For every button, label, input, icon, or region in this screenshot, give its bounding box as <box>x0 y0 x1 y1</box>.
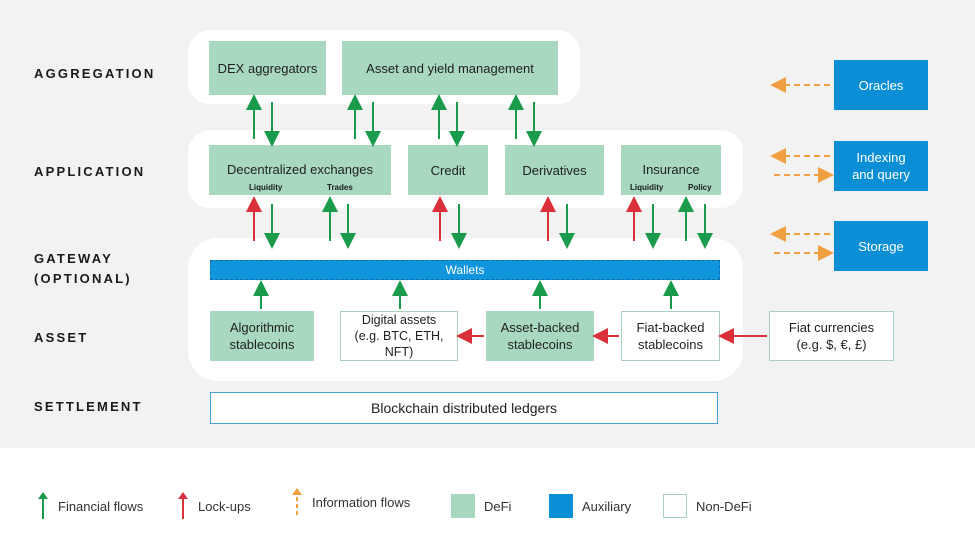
derivatives-box: Derivatives <box>505 145 604 195</box>
legend-lockups-label: Lock-ups <box>198 498 251 514</box>
insurance-box: Insurance <box>621 145 721 195</box>
digital-assets-line1: Digital assets <box>361 313 437 327</box>
insurance-policy-label: Policy <box>688 183 712 192</box>
indexing-line2: and query <box>852 167 910 182</box>
fiat-currencies-box: Fiat currencies (e.g. $, €, £) <box>769 311 894 361</box>
algorithmic-line1: Algorithmic <box>229 320 295 335</box>
legend-defi: DeFi <box>451 488 511 524</box>
layer-label-gateway: GATEWAY (OPTIONAL) <box>34 249 132 289</box>
dex-liquidity-label: Liquidity <box>249 183 283 192</box>
indexing-query-box: Indexing and query <box>834 141 928 191</box>
digital-assets-box: Digital assets (e.g. BTC, ETH, NFT) <box>340 311 458 361</box>
dex-aggregators-box: DEX aggregators <box>209 41 326 95</box>
nondefi-swatch <box>663 494 687 518</box>
fiat-backed-stablecoins-box: Fiat-backed stablecoins <box>621 311 720 361</box>
algorithmic-stablecoins-box: Algorithmic stablecoins <box>210 311 314 361</box>
asset-wallet-arrows <box>253 280 679 309</box>
legend-lockups: Lock-ups <box>176 488 251 524</box>
legend-defi-label: DeFi <box>484 498 512 514</box>
decentralized-exchanges-box: Decentralized exchanges <box>209 145 391 195</box>
orange-dashed-arrow-icon <box>292 488 302 515</box>
flow-arrows-layer <box>246 77 834 344</box>
indexing-line1: Indexing <box>856 150 906 165</box>
oracles-box: Oracles <box>834 60 928 110</box>
red-arrow-icon <box>178 492 188 519</box>
fiat-currencies-line2: (e.g. $, €, £) <box>796 337 867 352</box>
fiat-backed-line2: stablecoins <box>637 337 704 352</box>
legend-information-label: Information flows <box>312 494 411 510</box>
insurance-label: Insurance <box>642 162 700 177</box>
asset-backed-line2: stablecoins <box>507 337 573 352</box>
legend-financial-flows: Financial flows <box>36 488 143 524</box>
legend-nondefi: Non-DeFi <box>663 488 752 524</box>
legend-nondefi-label: Non-DeFi <box>696 498 752 514</box>
wallets-bar: Wallets <box>210 260 720 280</box>
layer-label-aggregation: AGGREGATION <box>34 66 156 81</box>
diagram-canvas: AGGREGATION APPLICATION GATEWAY (OPTIONA… <box>0 0 975 448</box>
application-gateway-arrows <box>246 196 713 249</box>
asset-backed-line1: Asset-backed <box>500 320 580 335</box>
legend-information-flows: Information flows <box>290 484 410 520</box>
credit-box: Credit <box>408 145 488 195</box>
information-flow-arrows <box>770 77 834 261</box>
legend-financial-label: Financial flows <box>58 498 144 514</box>
layer-label-asset: ASSET <box>34 330 89 345</box>
asset-backed-stablecoins-box: Asset-backed stablecoins <box>486 311 594 361</box>
layer-label-settlement: SETTLEMENT <box>34 399 143 414</box>
asset-yield-management-box: Asset and yield management <box>342 41 558 95</box>
decentralized-exchanges-label: Decentralized exchanges <box>227 162 373 177</box>
insurance-liquidity-label: Liquidity <box>630 183 664 192</box>
dex-trades-label: Trades <box>327 183 353 192</box>
blockchain-ledger-box: Blockchain distributed ledgers <box>210 392 718 424</box>
green-arrow-icon <box>38 492 48 519</box>
defi-swatch <box>451 494 475 518</box>
auxiliary-swatch <box>549 494 573 518</box>
digital-assets-line3: NFT) <box>384 345 414 359</box>
fiat-backed-line1: Fiat-backed <box>636 320 705 335</box>
fiat-currencies-line1: Fiat currencies <box>788 320 875 335</box>
storage-box: Storage <box>834 221 928 271</box>
legend-auxiliary: Auxiliary <box>549 488 631 524</box>
digital-assets-line2: (e.g. BTC, ETH, <box>354 329 444 343</box>
layer-label-gateway-line1: GATEWAY <box>34 251 113 266</box>
algorithmic-line2: stablecoins <box>229 337 295 352</box>
layer-label-gateway-line2: (OPTIONAL) <box>34 271 132 286</box>
aggregation-application-arrows <box>246 94 542 147</box>
legend-auxiliary-label: Auxiliary <box>582 498 632 514</box>
layer-label-application: APPLICATION <box>34 164 146 179</box>
